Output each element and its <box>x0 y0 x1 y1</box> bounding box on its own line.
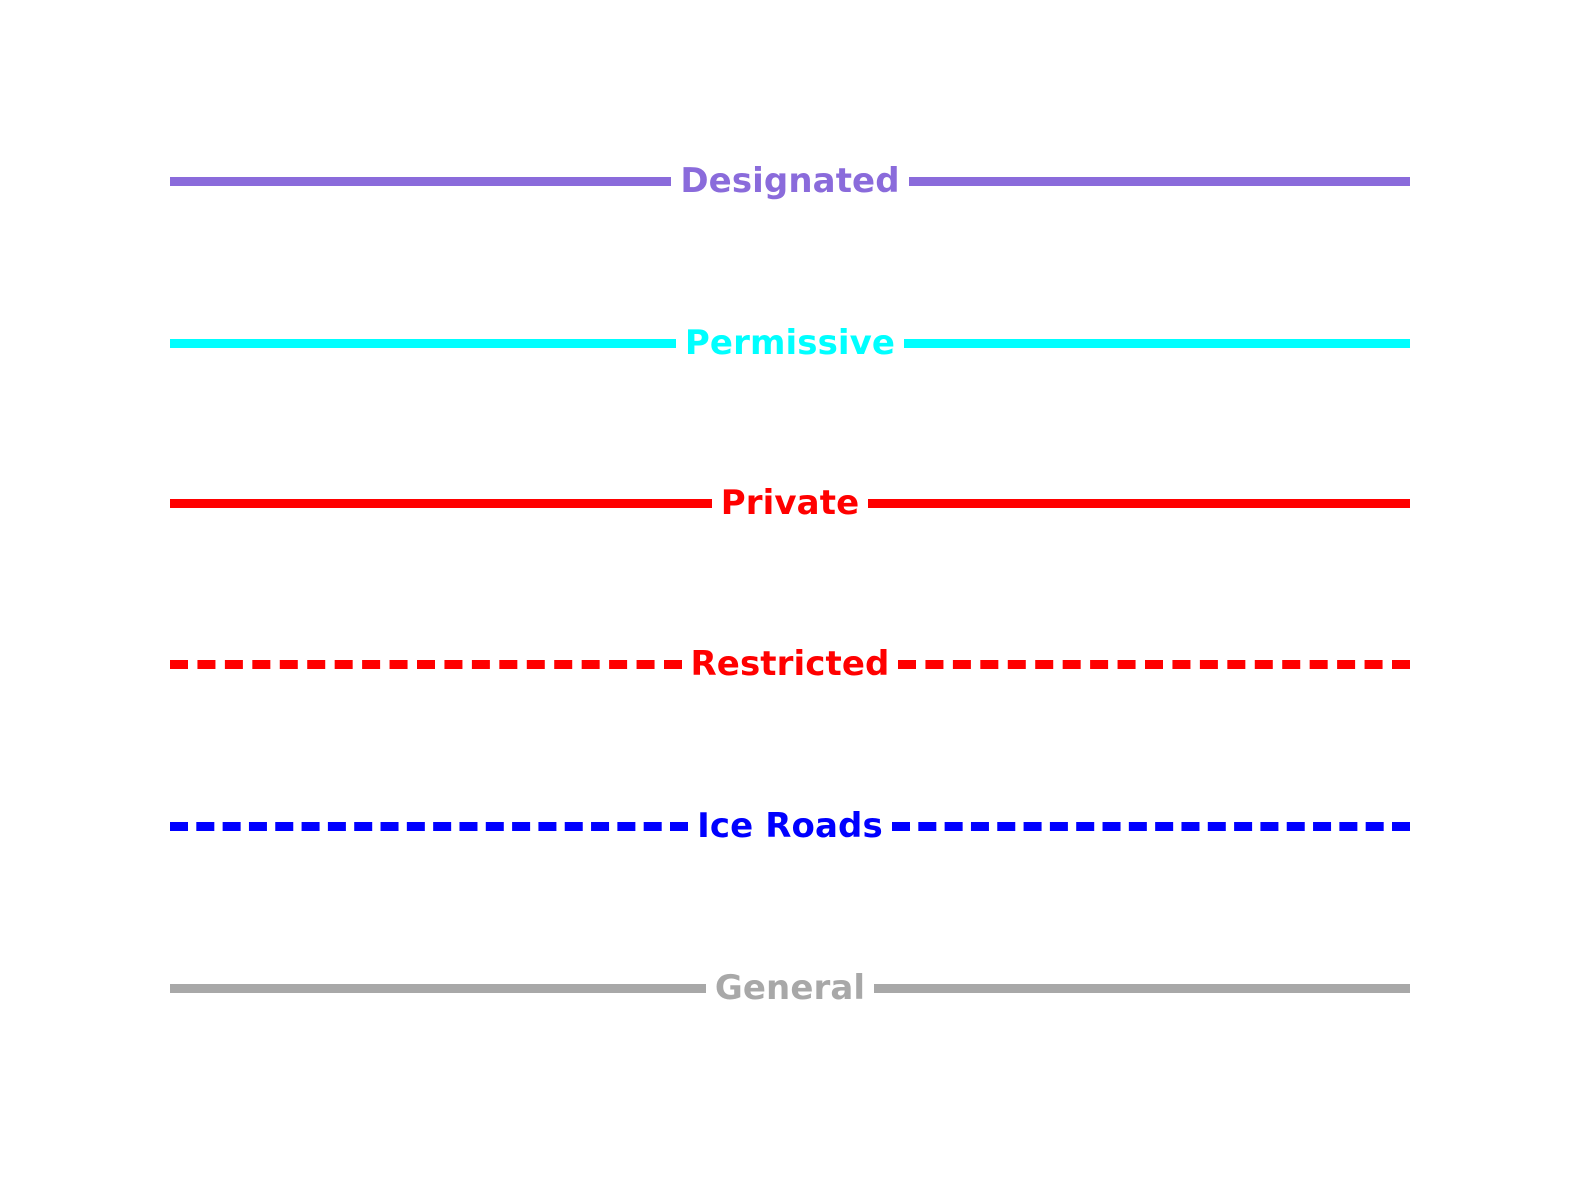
legend-row-restricted: Restricted <box>170 634 1410 694</box>
legend-label-ice-roads: Ice Roads <box>697 806 883 846</box>
legend-label-permissive: Permissive <box>684 323 896 363</box>
legend-row-general: General <box>170 958 1411 1018</box>
line-sample-left-private <box>170 498 712 508</box>
legend-row-designated: Designated <box>170 151 1410 211</box>
legend-label-restricted: Restricted <box>690 644 890 684</box>
line-sample-left-permissive <box>170 338 676 348</box>
legend-row-ice-roads: Ice Roads <box>170 796 1411 856</box>
line-sample-right-designated <box>908 176 1410 186</box>
line-sample-right-private <box>868 498 1410 508</box>
legend-label-designated: Designated <box>680 161 900 201</box>
line-sample-right-ice-roads <box>891 821 1411 831</box>
legend-label-private: Private <box>720 483 860 523</box>
line-sample-left-restricted <box>170 659 682 669</box>
line-sample-left-designated <box>170 176 672 186</box>
legend-label-general: General <box>714 968 866 1008</box>
line-sample-right-restricted <box>898 659 1410 669</box>
legend-row-permissive: Permissive <box>170 313 1410 373</box>
legend-row-private: Private <box>170 473 1410 533</box>
line-sample-right-permissive <box>904 338 1410 348</box>
line-sample-right-general <box>874 983 1411 993</box>
line-sample-left-ice-roads <box>170 821 689 831</box>
line-sample-left-general <box>170 983 706 993</box>
